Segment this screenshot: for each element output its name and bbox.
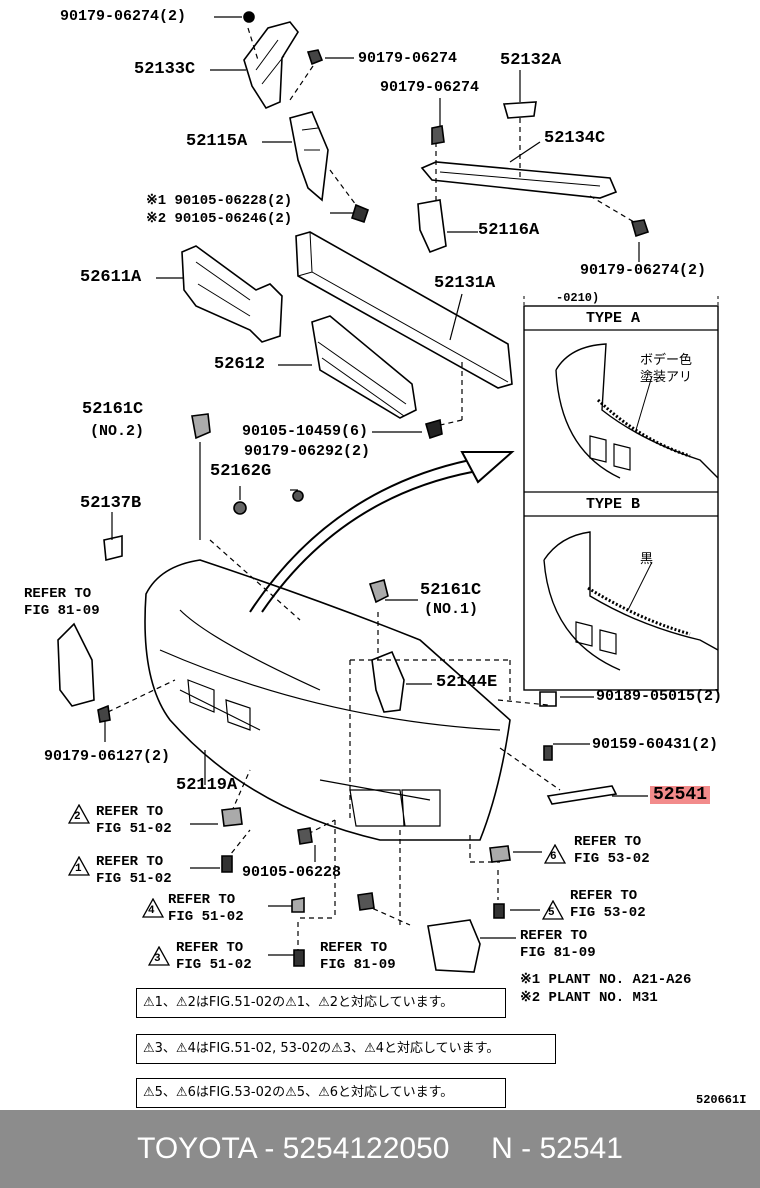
- refer-label[interactable]: FIG 53-02: [570, 905, 646, 921]
- part-label: 52144E: [436, 673, 498, 692]
- part-label: 90179-06292(2): [244, 443, 371, 460]
- refer-label[interactable]: FIG 81-09: [520, 945, 596, 961]
- inset-note: 塗装アリ: [640, 370, 693, 385]
- part-label: 90159-60431(2): [592, 736, 719, 753]
- part-label: 52137B: [80, 494, 142, 513]
- refer-label[interactable]: FIG 81-09: [24, 603, 100, 619]
- refer-label[interactable]: FIG 51-02: [176, 957, 252, 973]
- type-a-title: TYPE A: [586, 310, 641, 327]
- refer-label[interactable]: REFER TO: [320, 940, 388, 956]
- warning-triangle-icon: [544, 844, 566, 864]
- inset-date: -0210): [556, 291, 600, 305]
- bracket-52116a: [417, 199, 447, 254]
- type-b-title: TYPE B: [586, 496, 641, 513]
- refer-label[interactable]: FIG 81-09: [320, 957, 396, 973]
- plant-note: ※1 PLANT NO. A21-A26: [520, 972, 692, 988]
- dashed-lines: [107, 27, 635, 950]
- plant-note: ※2 PLANT NO. M31: [520, 990, 658, 1006]
- clip-52132a: [502, 101, 537, 119]
- assembly-arrow: [249, 459, 471, 613]
- part-label: 52161C: [82, 400, 144, 419]
- reinforcement-52131a: [295, 231, 513, 389]
- ref-number: 4: [148, 905, 155, 917]
- correspondence-note: ⚠5、⚠6はFIG.53-02の⚠5、⚠6と対応しています。: [136, 1078, 506, 1108]
- inset-note: ボデー色: [640, 353, 693, 368]
- refer-label[interactable]: REFER TO: [574, 834, 642, 850]
- refer-label[interactable]: FIG 53-02: [574, 851, 650, 867]
- ref-number: 1: [75, 863, 82, 875]
- refer-label[interactable]: REFER TO: [520, 928, 588, 944]
- part-label: ※1 90105-06228(2): [146, 193, 293, 209]
- part-label: 90179-06274: [358, 50, 458, 67]
- refer-label[interactable]: REFER TO: [24, 586, 92, 602]
- part-label: 90179-06127(2): [44, 748, 171, 765]
- refer-label[interactable]: REFER TO: [96, 854, 164, 870]
- part-label: 52134C: [544, 129, 606, 148]
- bumper-cover-52119a: [144, 559, 511, 841]
- refer-label[interactable]: REFER TO: [176, 940, 244, 956]
- part-label: 52132A: [500, 51, 562, 70]
- warning-triangle-icon: [142, 898, 164, 918]
- fog-lamp-cover: [427, 919, 481, 973]
- refer-label[interactable]: FIG 51-02: [96, 821, 172, 837]
- part-label: 90179-06274: [380, 79, 480, 96]
- part-label: 52161C: [420, 581, 482, 600]
- part-label: 52119A: [176, 776, 238, 795]
- refer-label[interactable]: FIG 51-02: [96, 871, 172, 887]
- refer-label[interactable]: REFER TO: [96, 804, 164, 820]
- correspondence-note: ⚠3、⚠4はFIG.51-02, 53-02の⚠3、⚠4と対応しています。: [136, 1034, 556, 1064]
- reinforcement-52134c: [420, 161, 618, 199]
- part-label: 52131A: [434, 274, 496, 293]
- molding-52541: [546, 785, 618, 805]
- ref-number: 5: [548, 907, 555, 919]
- bracket-52115a: [289, 111, 329, 202]
- figure-code: 520661I: [696, 1093, 747, 1107]
- warning-triangle-icon: [68, 804, 90, 824]
- absorber-52611a: [181, 245, 283, 343]
- correspondence-note: ⚠1、⚠2はFIG.51-02の⚠1、⚠2と対応しています。: [136, 988, 506, 1018]
- absorber-52612: [311, 315, 417, 419]
- refer-label[interactable]: REFER TO: [570, 888, 638, 904]
- warning-triangle-icon: [542, 900, 564, 920]
- ref-number: 6: [550, 851, 557, 863]
- ref-number: 3: [154, 953, 161, 965]
- parts-diagram: 90179-06274(2) 52133C 90179-06274 52132A…: [24, 8, 747, 1108]
- part-label: (NO.2): [90, 423, 145, 440]
- part-label: ※2 90105-06246(2): [146, 211, 293, 227]
- part-label: 52611A: [80, 268, 142, 287]
- part-label: 90179-06274(2): [580, 262, 707, 279]
- leader-lines: [104, 16, 648, 956]
- part-label: 90179-06274(2): [60, 8, 187, 25]
- highlighted-part-label[interactable]: 52541: [650, 786, 711, 804]
- part-label: 90105-10459(6): [242, 423, 369, 440]
- part-label: 52612: [214, 355, 266, 374]
- warning-triangle-icon: [68, 856, 90, 876]
- part-label: 52116A: [478, 221, 540, 240]
- part-label: 52133C: [134, 60, 196, 79]
- inset-box: [523, 296, 719, 691]
- warning-triangle-icon: [148, 946, 170, 966]
- bracket-52144e: [371, 650, 405, 713]
- footer-bar: TOYOTA - 5254122050 N - 52541: [0, 1110, 760, 1188]
- part-label: (NO.1): [424, 601, 479, 618]
- footer-text: TOYOTA - 5254122050 N - 52541: [137, 1132, 623, 1165]
- cover-left: [57, 622, 95, 707]
- part-label: 52162G: [210, 462, 272, 481]
- refer-label[interactable]: REFER TO: [168, 892, 236, 908]
- part-label: 90189-05015(2): [596, 688, 723, 705]
- part-label: 52115A: [186, 132, 248, 151]
- diagram-drawing: [57, 11, 719, 973]
- bracket-52133c: [243, 21, 299, 110]
- refer-label[interactable]: FIG 51-02: [168, 909, 244, 925]
- ref-number: 2: [74, 811, 81, 823]
- part-label: 90105-06228: [242, 864, 342, 881]
- inset-note: 黒: [640, 552, 654, 567]
